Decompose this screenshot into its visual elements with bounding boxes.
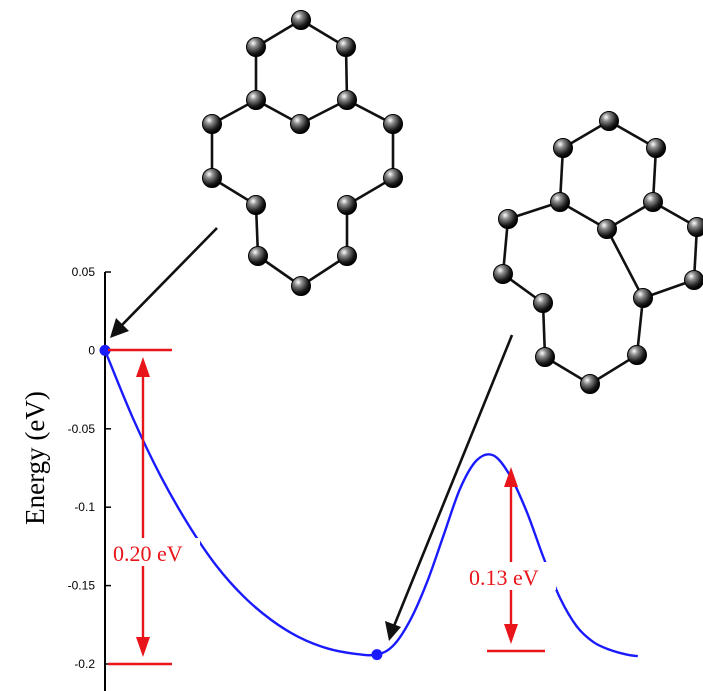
y-tick-label: 0 bbox=[88, 343, 95, 357]
transition-structure-atom bbox=[687, 217, 703, 237]
barrier2-arrow-down bbox=[504, 624, 518, 644]
y-axis-ticks: 0.05 0 -0.05 -0.1 -0.15 -0.2 bbox=[68, 265, 111, 671]
initial-structure-atom bbox=[337, 195, 357, 215]
initial-structure-atom bbox=[337, 246, 357, 266]
transition-structure-atom bbox=[553, 138, 573, 158]
initial-structure-atom bbox=[246, 37, 266, 57]
initial-structure-atom bbox=[202, 114, 222, 134]
transition-structure-atom bbox=[643, 192, 663, 212]
transition-structure-atom bbox=[646, 138, 666, 158]
transition-structure-atom bbox=[597, 219, 617, 239]
initial-structure-atom bbox=[246, 195, 266, 215]
pointer-arrow-minimum bbox=[392, 334, 514, 627]
transition-structure-inset bbox=[493, 111, 703, 394]
initial-structure-atom bbox=[290, 114, 310, 134]
transition-structure-atom bbox=[633, 288, 653, 308]
initial-structure-atom bbox=[202, 168, 222, 188]
transition-structure-atom bbox=[493, 264, 513, 284]
initial-structure-atom bbox=[383, 168, 403, 188]
barrier2-label-bg bbox=[466, 562, 556, 590]
initial-structure-atom bbox=[337, 90, 357, 110]
energy-curve bbox=[103, 349, 638, 658]
state-marker-point bbox=[99, 344, 111, 356]
pointer-arrowhead-minimum bbox=[385, 621, 401, 641]
pointer-arrow-initial bbox=[120, 227, 218, 327]
transition-structure-atom bbox=[627, 345, 647, 365]
y-tick-label: -0.1 bbox=[74, 500, 95, 514]
initial-structure-atom bbox=[383, 114, 403, 134]
initial-structure-atom bbox=[336, 37, 356, 57]
initial-structure-inset bbox=[202, 10, 403, 296]
y-tick-label: 0.05 bbox=[72, 265, 96, 279]
pointer-arrowhead-initial bbox=[110, 318, 129, 338]
state-marker-point bbox=[371, 649, 383, 661]
transition-structure-atom bbox=[684, 270, 703, 290]
barrier1-arrow-down bbox=[136, 637, 150, 657]
transition-structure-atom bbox=[498, 209, 518, 229]
y-tick-label: -0.2 bbox=[74, 657, 95, 671]
initial-structure-atom bbox=[246, 90, 266, 110]
initial-structure-atom bbox=[248, 246, 268, 266]
initial-structure-atom bbox=[291, 276, 311, 296]
transition-structure-atom bbox=[550, 192, 570, 212]
pointer-arrows bbox=[110, 227, 514, 641]
y-tick-label: -0.05 bbox=[68, 422, 96, 436]
barrier1-label: 0.20 eV bbox=[113, 541, 183, 566]
y-tick-label: -0.15 bbox=[68, 579, 96, 593]
barrier1-label-bg bbox=[110, 538, 200, 566]
transition-structure-atom bbox=[599, 111, 619, 131]
barrier1-arrow-up bbox=[136, 357, 150, 377]
transition-structure-atom bbox=[535, 347, 555, 367]
y-axis-label: Energy (eV) bbox=[20, 391, 50, 525]
barrier-annotations: 0.20 eV 0.13 eV bbox=[108, 348, 556, 666]
initial-structure-atom bbox=[291, 10, 311, 30]
barrier2-label: 0.13 eV bbox=[469, 565, 539, 590]
barrier2-arrow-up bbox=[504, 467, 518, 487]
transition-structure-atom bbox=[533, 293, 553, 313]
transition-structure-bond bbox=[605, 228, 645, 299]
transition-structure-atom bbox=[580, 374, 600, 394]
state-markers bbox=[99, 344, 383, 661]
